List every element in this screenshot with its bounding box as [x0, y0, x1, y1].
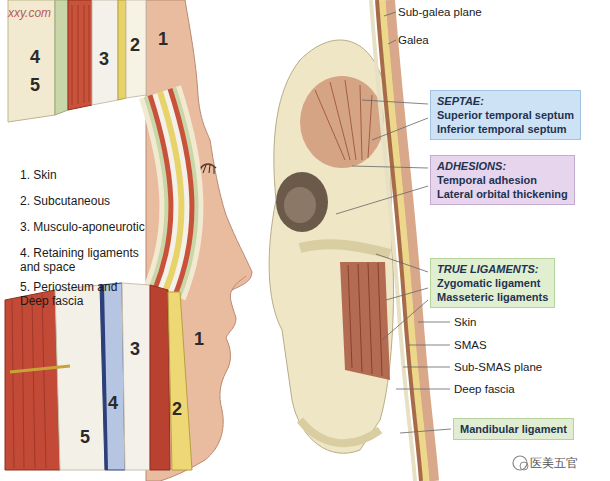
anatomy-label: Skin: [454, 315, 476, 329]
ligament-box: ADHESIONS:Temporal adhesionLateral orbit…: [430, 155, 575, 205]
layer-list-item: 2. Subcutaneous: [20, 194, 110, 208]
callout-number: 2: [172, 400, 182, 418]
ligament-box: Mandibular ligament: [453, 418, 574, 440]
callout-number: 4: [108, 394, 118, 412]
box-text: Lateral orbital thickening: [437, 187, 568, 201]
box-text: Mandibular ligament: [460, 422, 567, 436]
watermark: 医美五官: [530, 456, 578, 470]
box-heading: SEPTAE:: [437, 94, 574, 108]
anatomy-label: Sub-SMAS plane: [454, 360, 542, 374]
layer-list-item: 1. Skin: [20, 168, 57, 182]
layer-list-item: 5. Periosteum and Deep fascia: [20, 280, 135, 308]
box-heading: TRUE LIGAMENTS:: [437, 262, 548, 276]
box-text: Temporal adhesion: [437, 173, 568, 187]
ligament-box: SEPTAE:Superior temporal septumInferior …: [430, 90, 581, 140]
anatomy-label: SMAS: [454, 338, 487, 352]
callout-number: 5: [80, 428, 90, 446]
box-heading: ADHESIONS:: [437, 159, 568, 173]
callout-number: 4: [30, 48, 40, 66]
box-text: Superior temporal septum: [437, 108, 574, 122]
watermark: xxy.com: [8, 6, 51, 20]
callout-number: 3: [99, 50, 109, 68]
layer-list-item: 4. Retaining ligaments and space: [20, 246, 160, 274]
box-text: Masseteric ligaments: [437, 290, 548, 304]
layer-list-item: 3. Musculo-aponeurotic: [20, 220, 145, 234]
callout-number: 5: [30, 76, 40, 94]
box-text: Zygomatic ligament: [437, 276, 548, 290]
anatomy-label: Galea: [398, 33, 429, 47]
anatomy-label: Sub-galea plane: [398, 5, 482, 19]
callout-number: 1: [194, 330, 204, 348]
ligament-box: TRUE LIGAMENTS:Zygomatic ligamentMassete…: [430, 258, 555, 308]
anatomy-label: Deep fascia: [454, 382, 515, 396]
callout-number: 2: [130, 36, 140, 54]
callout-number: 3: [130, 340, 140, 358]
box-text: Inferior temporal septum: [437, 122, 574, 136]
callout-number: 1: [158, 30, 168, 48]
